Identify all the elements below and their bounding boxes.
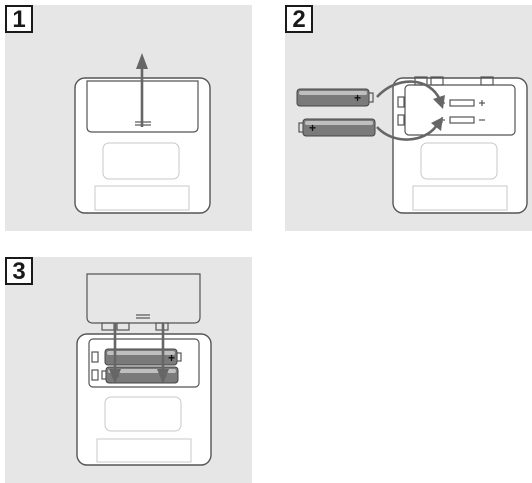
battery-highlight bbox=[299, 91, 367, 95]
battery-compartment bbox=[404, 84, 516, 136]
polarity-guide bbox=[449, 116, 475, 124]
terminal-spring bbox=[91, 369, 99, 381]
step-3-panel: 3 + + bbox=[5, 257, 252, 483]
battery-terminal bbox=[176, 352, 182, 362]
battery-terminal bbox=[298, 122, 304, 133]
display-window bbox=[102, 142, 180, 180]
step-3-badge: 3 bbox=[5, 257, 33, 285]
battery-compartment bbox=[88, 338, 200, 388]
compartment-tab bbox=[480, 76, 494, 86]
battery-plus-label: + bbox=[168, 351, 175, 365]
polarity-guide bbox=[449, 99, 475, 107]
battery-highlight bbox=[305, 121, 373, 125]
step-1-panel: 1 bbox=[5, 5, 252, 231]
battery-cover bbox=[86, 273, 201, 324]
battery-terminal bbox=[368, 92, 374, 103]
step-2-illustration: + + bbox=[296, 76, 528, 214]
terminal-spring bbox=[397, 114, 405, 126]
terminal-spring bbox=[397, 96, 405, 108]
step-2-panel: 2 + + bbox=[285, 5, 532, 231]
compartment-tab bbox=[430, 76, 444, 86]
arrow-head-icon bbox=[431, 117, 443, 131]
insert-arrow-top bbox=[376, 80, 442, 101]
arrow-down-icon bbox=[109, 369, 121, 384]
label-area bbox=[94, 185, 190, 211]
display-window bbox=[420, 142, 498, 180]
display-window bbox=[104, 396, 182, 432]
step-3-illustration: + + bbox=[76, 273, 212, 466]
battery-plus-label: + bbox=[309, 121, 316, 135]
arrow-head-icon bbox=[433, 95, 445, 109]
arrow-down-icon bbox=[157, 369, 169, 384]
cover-tab bbox=[116, 322, 130, 331]
battery-cover bbox=[86, 80, 199, 133]
label-area bbox=[96, 438, 192, 463]
insert-arrow-bottom bbox=[376, 124, 439, 141]
step-2-badge: 2 bbox=[285, 5, 313, 33]
step-1-illustration bbox=[74, 53, 211, 214]
battery-highlight bbox=[107, 351, 175, 355]
battery-plus-label: + bbox=[354, 91, 361, 105]
step-1-badge: 1 bbox=[5, 5, 33, 33]
terminal-spring bbox=[91, 351, 99, 363]
cover-tab bbox=[101, 322, 115, 331]
battery-terminal bbox=[101, 370, 107, 380]
arrow-up-icon bbox=[136, 53, 148, 69]
label-area bbox=[412, 185, 508, 211]
